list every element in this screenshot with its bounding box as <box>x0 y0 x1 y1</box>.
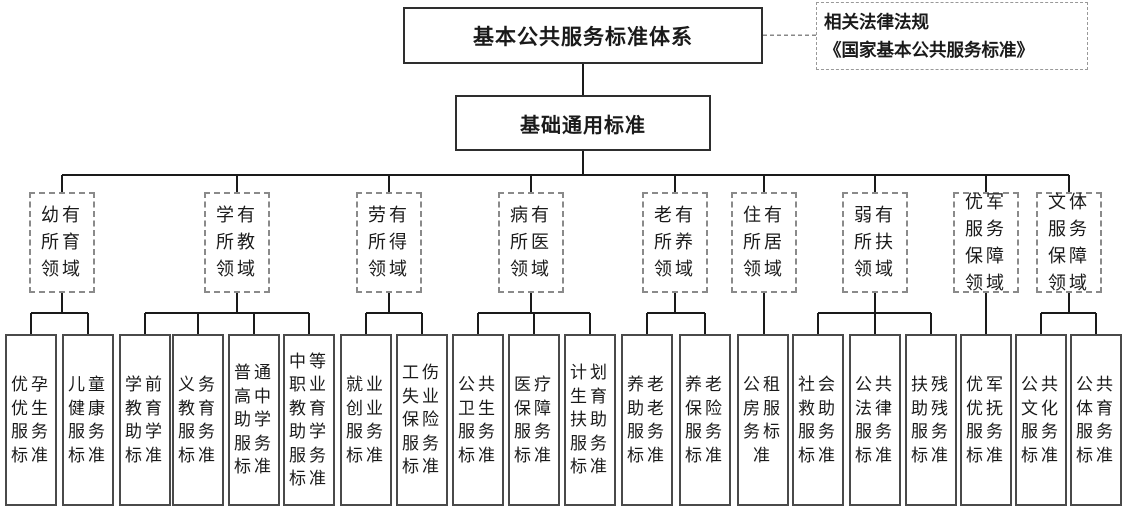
standard-label: 社会救助服务标准 <box>798 375 838 465</box>
domain-label: 老有所养领域 <box>654 205 696 279</box>
base-standard-label: 基础通用标准 <box>520 114 646 137</box>
standard-node: 公共体育服务标准 <box>1070 334 1122 506</box>
standard-node: 医疗保障服务标准 <box>508 334 560 506</box>
standard-label: 普通高中助学服务标准 <box>234 363 274 477</box>
domain-housing: 住有所居领域 <box>731 192 797 293</box>
standard-label: 公共文化服务标准 <box>1021 375 1061 465</box>
domain-military-service: 优军服务保障领域 <box>953 192 1019 293</box>
standard-label: 义务教育服务标准 <box>178 375 218 465</box>
domain-label: 病有所医领域 <box>510 205 552 279</box>
standard-node: 学前教育助学标准 <box>119 334 171 506</box>
legal-note-line1: 相关法律法规 <box>824 12 929 32</box>
standard-label: 公共法律服务标准 <box>855 375 895 465</box>
standard-node: 社会救助服务标准 <box>792 334 844 506</box>
standard-node: 公共卫生服务标准 <box>452 334 504 506</box>
domain-social-assistance: 弱有所扶领域 <box>842 192 908 293</box>
domain-culture-sports: 文体服务保障领域 <box>1036 192 1102 293</box>
domain-education: 学有所教领域 <box>204 192 270 293</box>
standard-node: 养老助老服务标准 <box>621 334 673 506</box>
standard-node: 儿童健康服务标准 <box>62 334 114 506</box>
standard-label: 公租房服务标准 <box>743 375 783 465</box>
standard-label: 公共卫生服务标准 <box>458 375 498 465</box>
domain-label: 劳有所得领域 <box>368 205 410 279</box>
domain-healthcare: 病有所医领域 <box>498 192 564 293</box>
standard-label: 医疗保障服务标准 <box>514 375 554 465</box>
standard-node: 公共法律服务标准 <box>849 334 901 506</box>
standard-node: 公租房服务标准 <box>737 334 789 506</box>
legal-note-line2: 《国家基本公共服务标准》 <box>824 40 1034 60</box>
standard-node: 优孕优生服务标准 <box>5 334 57 506</box>
base-standard-node: 基础通用标准 <box>455 95 711 151</box>
standard-label: 优军优抚服务标准 <box>966 375 1006 465</box>
standard-label: 工伤失业保险服务标准 <box>402 363 442 477</box>
domain-childcare: 幼有所育领域 <box>29 192 95 293</box>
standard-node: 公共文化服务标准 <box>1015 334 1067 506</box>
standard-label: 扶残助残服务标准 <box>911 375 951 465</box>
standard-label: 养老保险服务标准 <box>685 375 725 465</box>
standard-label: 就业创业服务标准 <box>346 375 386 465</box>
standard-node: 扶残助残服务标准 <box>905 334 957 506</box>
domain-label: 优军服务保障领域 <box>965 191 1007 293</box>
domain-employment: 劳有所得领域 <box>356 192 422 293</box>
domain-label: 弱有所扶领域 <box>854 205 896 279</box>
domain-label: 学有所教领域 <box>216 205 258 279</box>
root-node: 基本公共服务标准体系 <box>403 7 763 64</box>
standard-label: 养老助老服务标准 <box>627 375 667 465</box>
standard-node: 就业创业服务标准 <box>340 334 392 506</box>
standard-node: 优军优抚服务标准 <box>960 334 1012 506</box>
domain-label: 住有所居领域 <box>743 205 785 279</box>
root-node-label: 基本公共服务标准体系 <box>473 24 693 49</box>
domain-elderly-care: 老有所养领域 <box>642 192 708 293</box>
standard-node: 养老保险服务标准 <box>679 334 731 506</box>
standard-label: 中等职业教育助学服务标准 <box>289 351 329 489</box>
standard-node: 计划生育扶助服务标准 <box>564 334 616 506</box>
standard-label: 儿童健康服务标准 <box>68 375 108 465</box>
standard-node: 普通高中助学服务标准 <box>228 334 280 506</box>
standard-node: 中等职业教育助学服务标准 <box>283 334 335 506</box>
standard-node: 义务教育服务标准 <box>172 334 224 506</box>
standard-label: 计划生育扶助服务标准 <box>570 363 610 477</box>
standard-label: 学前教育助学标准 <box>125 375 165 465</box>
standard-label: 公共体育服务标准 <box>1076 375 1116 465</box>
standard-label: 优孕优生服务标准 <box>11 375 51 465</box>
standard-node: 工伤失业保险服务标准 <box>396 334 448 506</box>
legal-note: 相关法律法规 《国家基本公共服务标准》 <box>816 2 1088 70</box>
domain-label: 幼有所育领域 <box>41 205 83 279</box>
domain-label: 文体服务保障领域 <box>1048 191 1090 293</box>
